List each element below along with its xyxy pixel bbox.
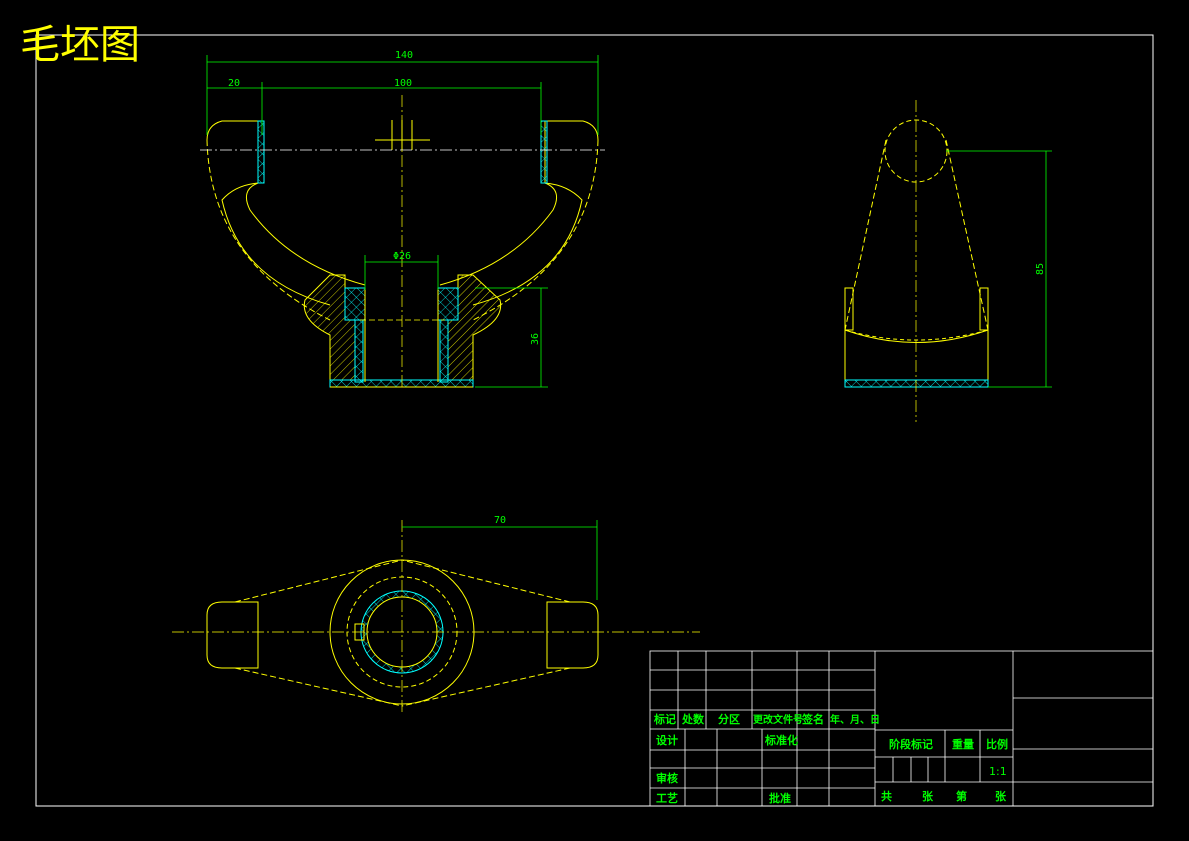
tb-header-count: 处数 xyxy=(681,712,705,726)
tb-header-mark: 标记 xyxy=(653,712,676,726)
tb-header-signature: 签名 xyxy=(801,712,824,726)
tb-weight-label: 重量 xyxy=(952,737,974,751)
title-block xyxy=(649,650,1154,807)
tb-approval-label: 批准 xyxy=(769,791,791,805)
tb-scale-value: 1:1 xyxy=(989,765,1007,778)
tb-total-label: 共 xyxy=(881,789,892,803)
dim-side-height: 85 xyxy=(1035,263,1046,275)
drawing-title: 毛坯图 xyxy=(20,22,140,68)
tb-sheets-label: 张 xyxy=(922,789,934,803)
front-view xyxy=(206,120,599,388)
dim-boss-height: 36 xyxy=(530,333,541,345)
top-dimensions xyxy=(402,520,598,600)
dim-bore-diameter: Φ26 xyxy=(393,251,411,262)
tb-header-change-doc: 更改文件号 xyxy=(753,713,803,726)
dim-top-half-width: 70 xyxy=(494,515,506,526)
tb-header-date: 年、月、日 xyxy=(830,713,880,726)
tb-review-label: 审核 xyxy=(656,771,678,785)
dim-left-offset: 20 xyxy=(228,78,240,89)
tb-standardization-label: 标准化 xyxy=(764,733,798,747)
tb-stage-mark-label: 阶段标记 xyxy=(889,737,933,751)
drawing-frame xyxy=(35,34,1154,807)
tb-header-zone: 分区 xyxy=(718,712,740,726)
top-view xyxy=(206,559,599,707)
tb-sheet-label: 张 xyxy=(995,789,1007,803)
dim-overall-width: 140 xyxy=(395,50,413,61)
tb-design-label: 设计 xyxy=(656,733,678,747)
tb-scale-label: 比例 xyxy=(986,737,1008,751)
side-view xyxy=(844,119,989,388)
dim-inner-width: 100 xyxy=(394,78,412,89)
tb-sheet-no-label: 第 xyxy=(956,789,967,803)
front-dimensions xyxy=(206,55,599,388)
tb-process-label: 工艺 xyxy=(656,791,678,805)
side-dimensions xyxy=(946,150,1052,388)
